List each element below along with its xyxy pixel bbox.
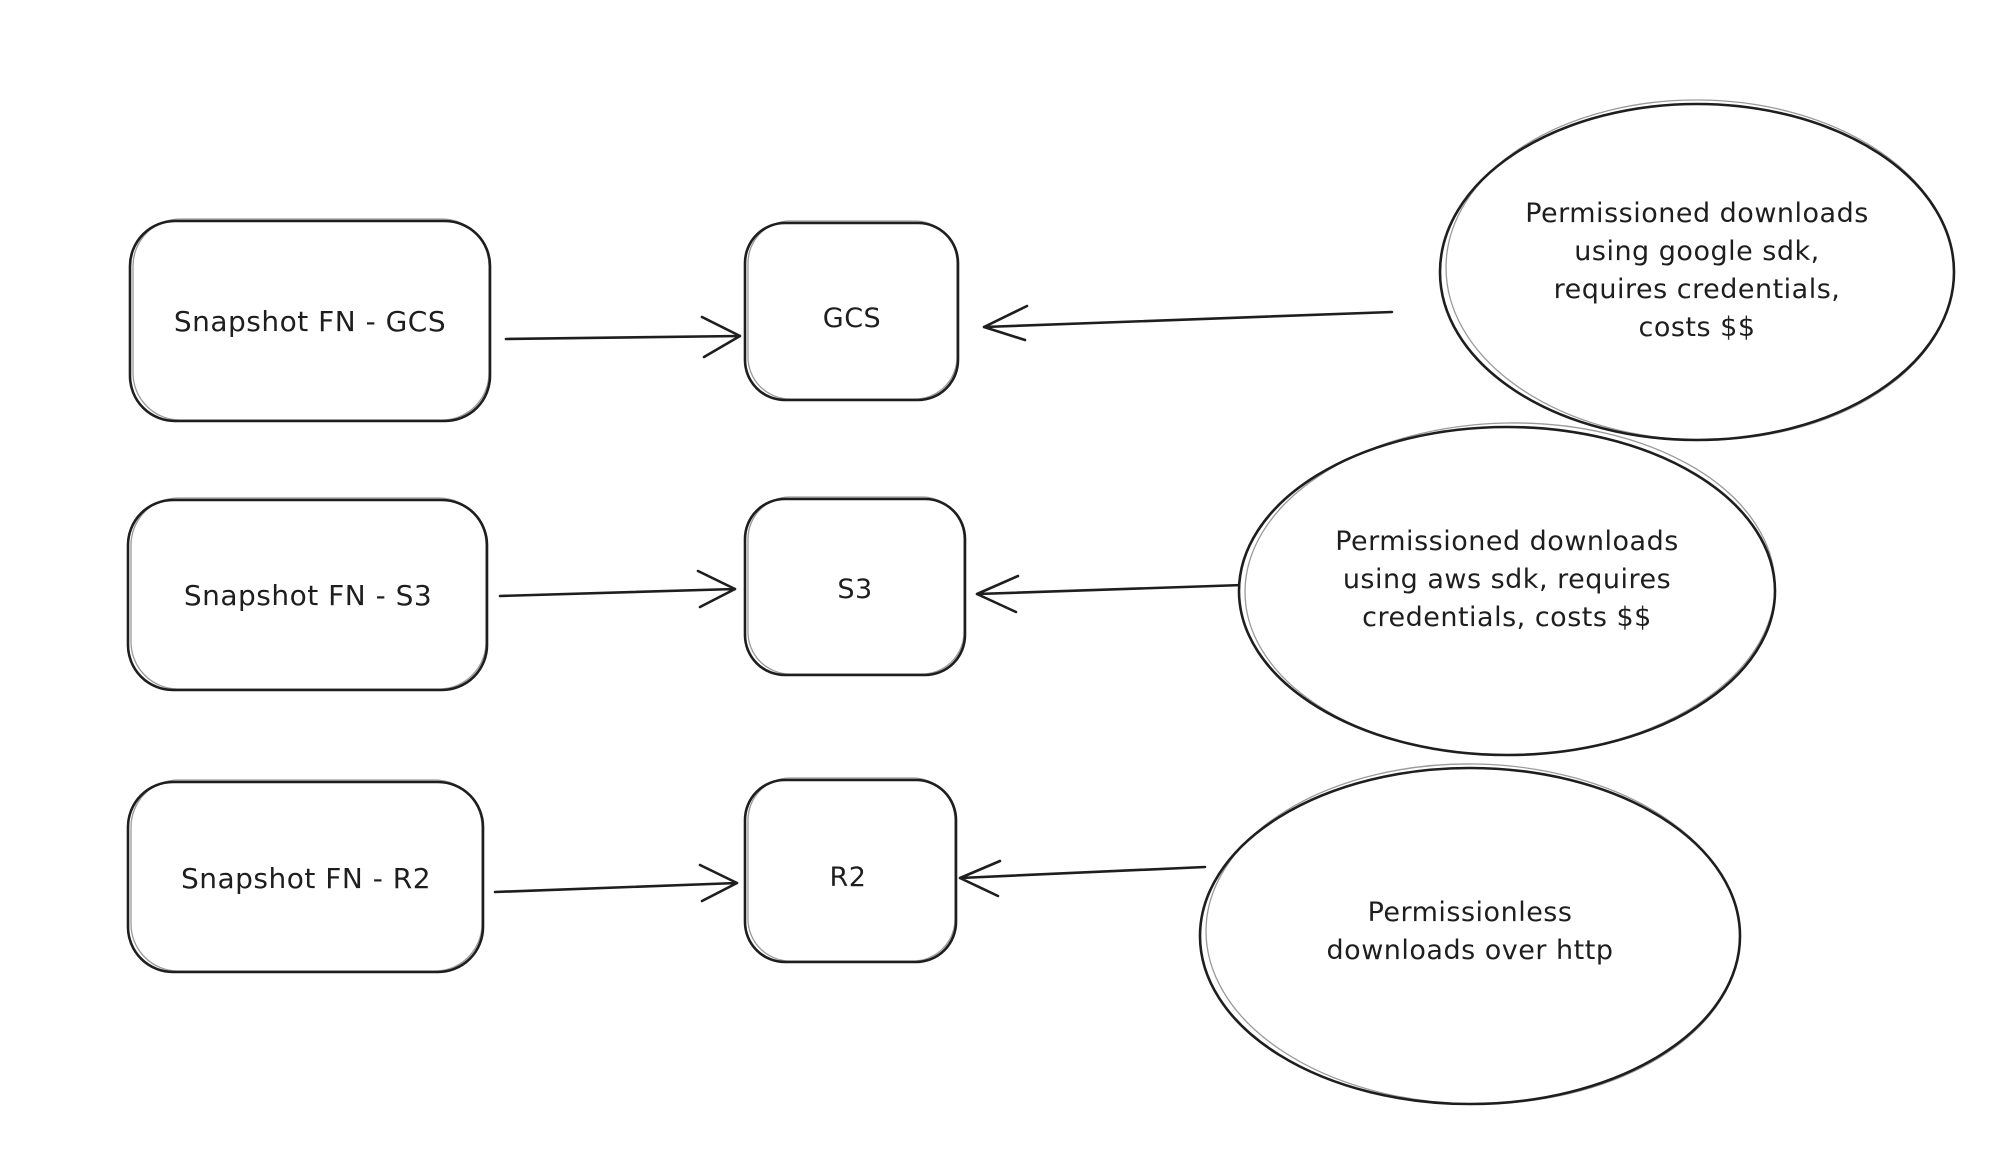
source-node-gcs[interactable]: Snapshot FN - GCS — [128, 218, 492, 423]
target-node-gcs[interactable]: GCS — [743, 220, 960, 402]
source-node-s3-sketch — [130, 497, 487, 690]
annotation-gcs-shape — [1438, 102, 1956, 442]
source-node-r2-sketch — [130, 779, 483, 972]
target-node-s3-label: S3 — [837, 574, 872, 605]
target-node-r2-shape — [743, 778, 958, 964]
annotation-s3[interactable]: Permissioned downloads using aws sdk, re… — [1237, 418, 1778, 759]
arrow-annotation-to-gcs[interactable] — [982, 304, 1394, 342]
annotation-s3-line-2: using aws sdk, requires — [1343, 564, 1671, 595]
row-r2: Snapshot FN - R2 R2 Permissionless downl… — [126, 759, 1743, 1108]
annotation-r2-shape — [1198, 766, 1742, 1106]
source-node-r2-shape — [126, 780, 485, 974]
source-node-gcs-label: Snapshot FN - GCS — [174, 305, 446, 338]
annotation-r2-line-1: Permissionless — [1368, 897, 1573, 928]
annotation-gcs-line-2: using google sdk, — [1574, 236, 1819, 267]
annotation-gcs[interactable]: Permissioned downloads using google sdk,… — [1438, 96, 1957, 445]
arrow-annotation-to-r2[interactable] — [958, 859, 1207, 898]
target-node-s3-shape — [743, 497, 967, 677]
arrow-annotation-to-gcs-line — [982, 304, 1394, 342]
target-node-r2-label: R2 — [830, 862, 867, 893]
target-node-gcs-sketch — [747, 220, 958, 400]
arrow-annotation-to-s3-line — [975, 574, 1245, 614]
target-node-s3[interactable]: S3 — [743, 496, 967, 677]
arrow-annotation-to-s3[interactable] — [975, 574, 1245, 614]
source-node-s3-label: Snapshot FN - S3 — [184, 579, 432, 612]
arrow-source-to-s3-line — [498, 569, 737, 609]
target-node-s3-sketch — [747, 496, 965, 675]
annotation-s3-sketch — [1244, 422, 1776, 756]
source-node-gcs-sketch — [132, 218, 490, 421]
annotation-gcs-sketch — [1445, 99, 1955, 441]
row-s3: Snapshot FN - S3 S3 Permissioned downloa… — [126, 418, 1778, 759]
annotation-s3-line-3: credentials, costs $$ — [1362, 602, 1652, 633]
source-node-gcs-shape — [128, 219, 492, 423]
annotation-s3-line-1: Permissioned downloads — [1335, 526, 1679, 557]
annotation-gcs-line-1: Permissioned downloads — [1525, 198, 1869, 229]
target-node-gcs-shape — [743, 221, 960, 402]
annotation-r2-sketch — [1205, 763, 1741, 1105]
source-node-r2[interactable]: Snapshot FN - R2 — [126, 779, 485, 974]
target-node-gcs-label: GCS — [823, 303, 881, 334]
target-node-r2[interactable]: R2 — [743, 777, 958, 964]
annotation-r2-line-2: downloads over http — [1327, 935, 1614, 966]
arrow-source-to-gcs-line — [504, 315, 742, 359]
arrow-source-to-r2[interactable] — [493, 863, 739, 903]
source-node-s3-shape — [126, 498, 489, 692]
arrow-annotation-to-r2-line — [958, 859, 1207, 898]
source-node-s3[interactable]: Snapshot FN - S3 — [126, 497, 489, 692]
annotation-gcs-line-4: costs $$ — [1638, 312, 1755, 343]
source-node-r2-label: Snapshot FN - R2 — [181, 862, 431, 895]
target-node-r2-sketch — [747, 777, 956, 962]
annotation-s3-shape — [1237, 425, 1777, 757]
annotation-r2[interactable]: Permissionless downloads over http — [1198, 759, 1743, 1108]
arrow-source-to-s3[interactable] — [498, 569, 737, 609]
arrow-source-to-gcs[interactable] — [504, 315, 742, 359]
arrow-source-to-r2-line — [493, 863, 739, 903]
row-gcs: Snapshot FN - GCS GCS Permissioned downl… — [128, 96, 1957, 445]
annotation-gcs-line-3: requires credentials, — [1554, 274, 1841, 305]
